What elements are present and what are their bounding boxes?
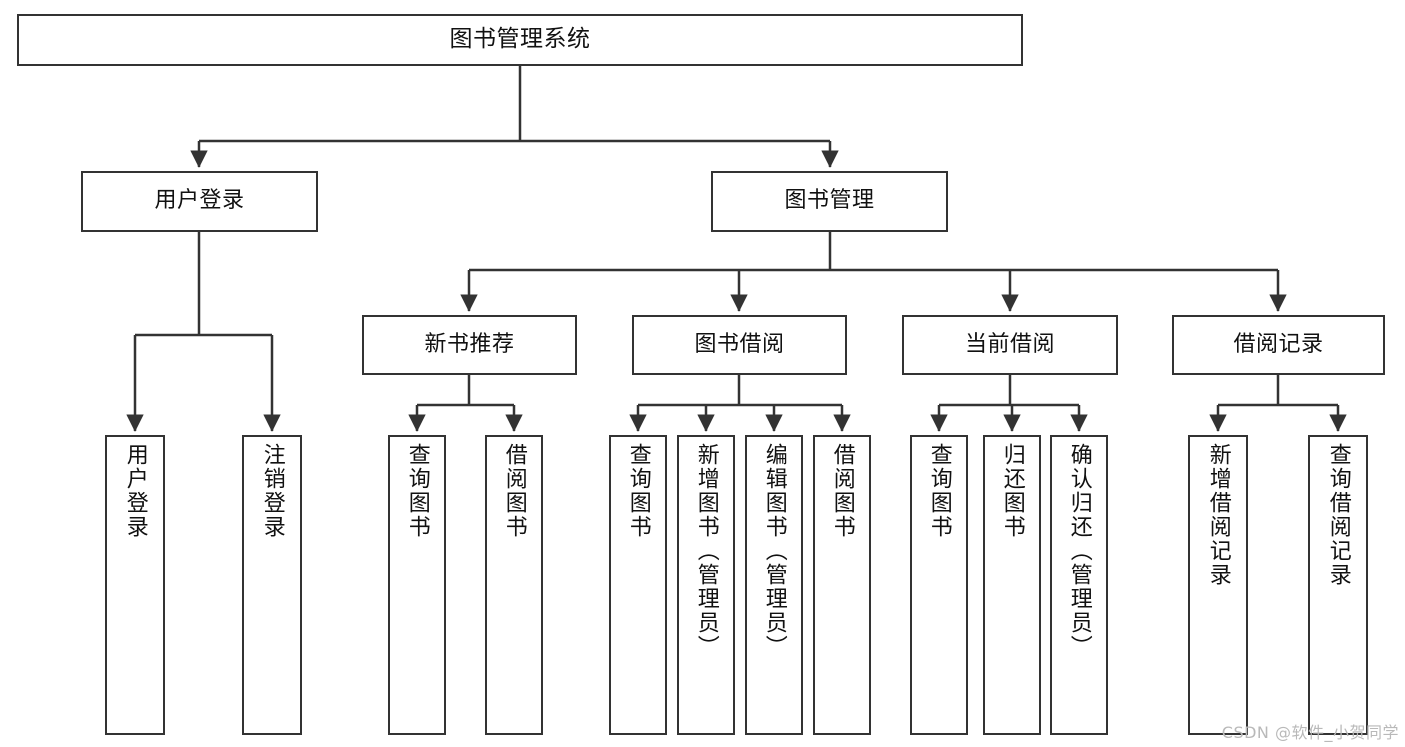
- node-label: 新书推荐: [424, 331, 515, 357]
- node-label: 归还图书: [999, 443, 1025, 539]
- node-label: 查询借阅记录: [1325, 443, 1351, 587]
- csdn-watermark: CSDN @软件_小贺同学: [1221, 723, 1399, 742]
- leaf-user-login[interactable]: 用户登录: [105, 435, 165, 735]
- node-label: 借阅图书: [829, 443, 855, 539]
- node-book-borrowing[interactable]: 图书借阅: [632, 315, 847, 375]
- leaf-cb-confirm-return[interactable]: 确认归还（管理员）: [1050, 435, 1108, 735]
- leaf-bb-add-book[interactable]: 新增图书（管理员）: [677, 435, 735, 735]
- node-book-management[interactable]: 图书管理: [711, 171, 948, 232]
- leaf-bb-edit-book[interactable]: 编辑图书（管理员）: [745, 435, 803, 735]
- node-label: 查询图书: [404, 443, 430, 539]
- leaf-rec-query-book[interactable]: 查询图书: [388, 435, 446, 735]
- node-label: 编辑图书（管理员）: [761, 443, 787, 659]
- leaf-cb-return-book[interactable]: 归还图书: [983, 435, 1041, 735]
- node-user-login[interactable]: 用户登录: [81, 171, 318, 232]
- node-label: 借阅记录: [1233, 331, 1324, 357]
- node-label: 查询图书: [926, 443, 952, 539]
- leaf-br-add-record[interactable]: 新增借阅记录: [1188, 435, 1248, 735]
- node-current-borrowing[interactable]: 当前借阅: [902, 315, 1118, 375]
- node-label: 确认归还（管理员）: [1066, 443, 1092, 659]
- node-label: 用户登录: [122, 443, 148, 539]
- node-label: 图书借阅: [694, 331, 785, 357]
- node-label: 借阅图书: [501, 443, 527, 539]
- leaf-cb-query-book[interactable]: 查询图书: [910, 435, 968, 735]
- leaf-bb-query-book[interactable]: 查询图书: [609, 435, 667, 735]
- node-label: 图书管理系统: [449, 26, 591, 53]
- leaf-logout[interactable]: 注销登录: [242, 435, 302, 735]
- node-book-management-system[interactable]: 图书管理系统: [17, 14, 1023, 66]
- node-label: 用户登录: [154, 188, 245, 214]
- node-label: 新增借阅记录: [1205, 443, 1231, 587]
- leaf-bb-borrow-book[interactable]: 借阅图书: [813, 435, 871, 735]
- node-label: 新增图书（管理员）: [693, 443, 719, 659]
- node-label: 图书管理: [784, 188, 875, 214]
- node-borrowing-record[interactable]: 借阅记录: [1172, 315, 1385, 375]
- node-label: 注销登录: [259, 443, 285, 539]
- node-new-book-recommendation[interactable]: 新书推荐: [362, 315, 577, 375]
- leaf-rec-borrow-book[interactable]: 借阅图书: [485, 435, 543, 735]
- leaf-br-query-record[interactable]: 查询借阅记录: [1308, 435, 1368, 735]
- node-label: 查询图书: [625, 443, 651, 539]
- node-label: 当前借阅: [964, 331, 1055, 357]
